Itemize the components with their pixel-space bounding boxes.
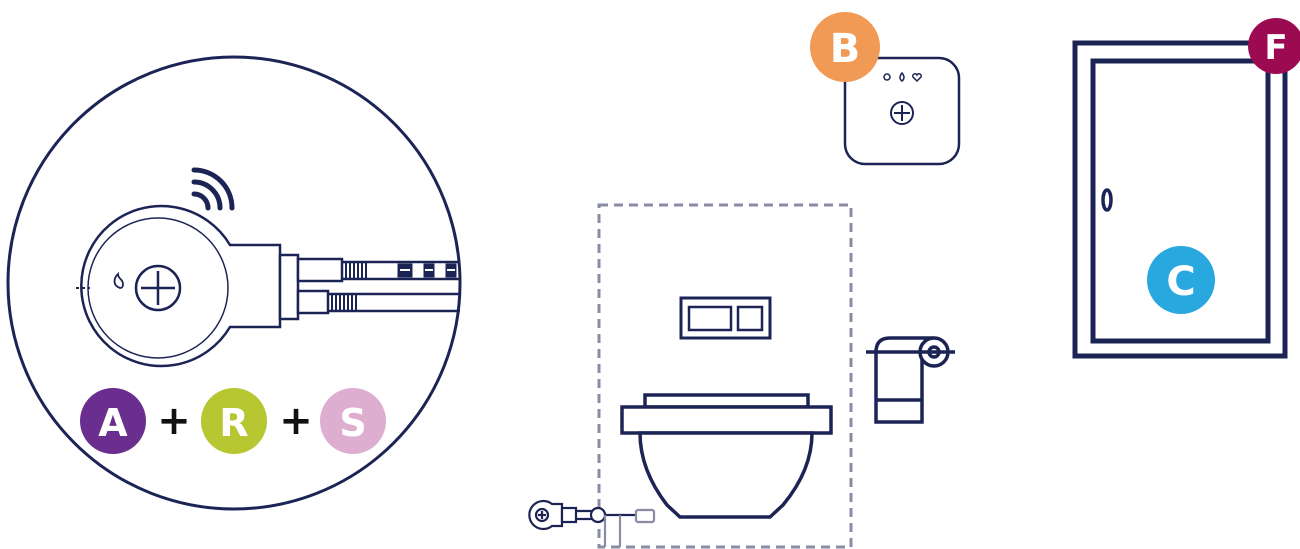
cable-upper: [296, 257, 460, 283]
plus-sign-2: +: [279, 398, 313, 444]
svg-text:F: F: [1264, 28, 1287, 68]
svg-text:A: A: [98, 401, 128, 445]
floor-sensor: [528, 499, 656, 547]
label-c: C: [1147, 246, 1215, 314]
hub-device: [843, 56, 961, 166]
toilet-paper-holder: [866, 336, 955, 424]
label-r-badge: [201, 388, 267, 454]
label-b: B: [810, 12, 880, 82]
sensor-zoom-view: A + R + S: [6, 55, 462, 511]
label-f: F: [1248, 18, 1300, 74]
label-s-badge: [320, 388, 386, 454]
label-a: A: [80, 388, 146, 454]
wifi-signal-icon: [191, 167, 235, 211]
door-frame: [1072, 40, 1288, 359]
power-icon: [883, 73, 891, 81]
svg-text:S: S: [339, 401, 366, 445]
flame-icon: [113, 271, 124, 289]
plus-sign-1: +: [157, 398, 191, 444]
door-handle: [1101, 188, 1113, 212]
label-a-badge: [80, 388, 146, 454]
cable-lower: [296, 289, 460, 315]
flush-plate: [679, 296, 772, 340]
toilet: [620, 393, 833, 519]
water-drop-icon: [899, 71, 905, 82]
label-b-badge: [810, 12, 880, 82]
heart-icon: [912, 73, 922, 83]
svg-text:B: B: [830, 26, 861, 72]
label-s: S: [320, 388, 386, 454]
label-r: R: [201, 388, 267, 454]
hub-screw-icon: [890, 101, 914, 125]
screw-icon: [134, 264, 182, 312]
svg-text:C: C: [1166, 259, 1195, 305]
label-c-badge: [1147, 246, 1215, 314]
wall-cavity-outline: [597, 203, 853, 549]
label-f-badge: [1248, 18, 1300, 74]
svg-text:R: R: [219, 401, 248, 445]
